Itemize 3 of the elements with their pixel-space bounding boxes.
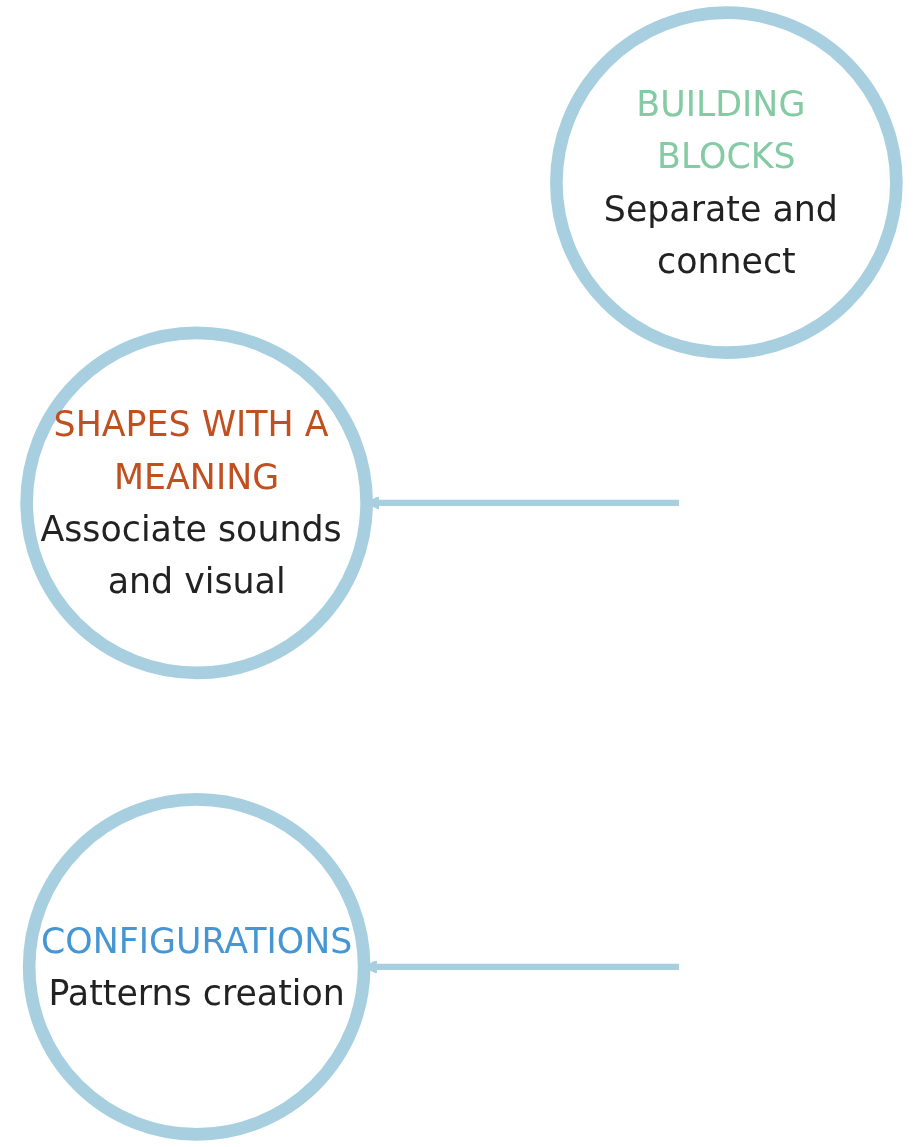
node-circle: BUILDING BLOCKS Separate and connect — [550, 6, 903, 359]
node-circle: CONFIGURATIONS Patterns creation — [22, 793, 371, 1141]
node-circle: SHAPES WITH A MEANING Associate sounds and visual — [20, 326, 373, 680]
